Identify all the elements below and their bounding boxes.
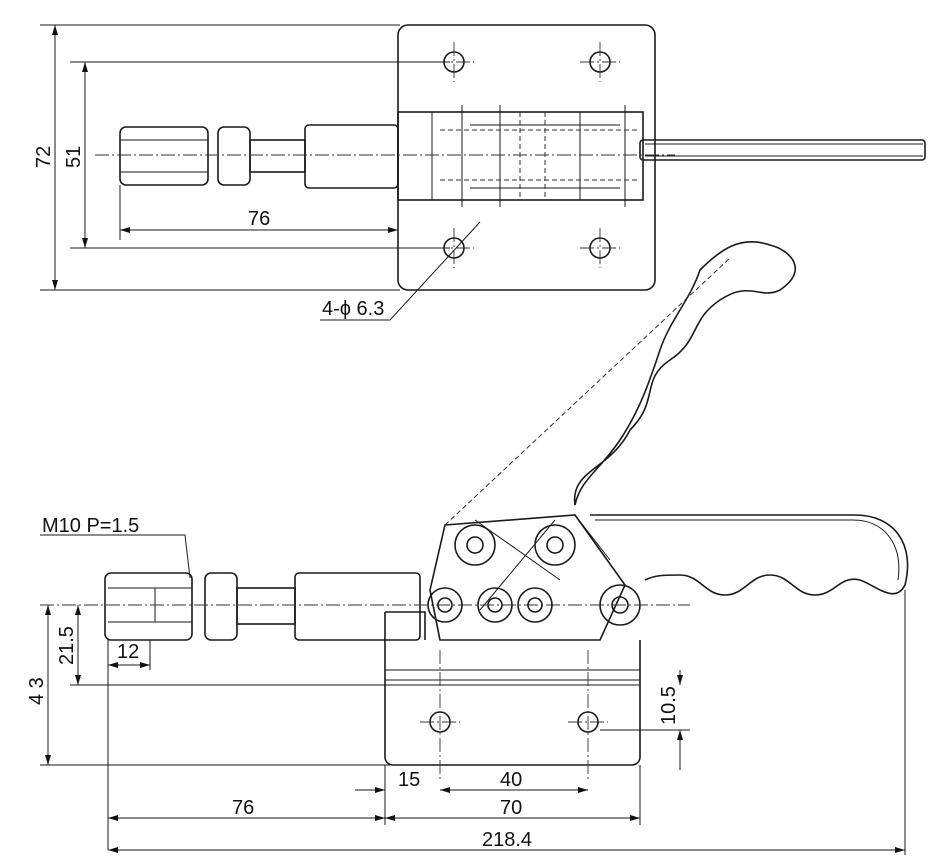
handle-top — [639, 139, 926, 161]
dim-51: 51 — [63, 146, 85, 168]
dim-40: 40 — [500, 769, 522, 791]
dim-72: 72 — [33, 146, 55, 168]
top-view: 72 51 76 4-ϕ 6.3 — [33, 24, 926, 321]
raised-handle-line — [444, 257, 731, 526]
pivot-pins — [427, 524, 641, 626]
dim-70: 70 — [500, 797, 522, 819]
base-plate-top — [397, 24, 656, 291]
hole-callout: 4-ϕ 6.3 — [322, 298, 384, 320]
base-plate-side — [384, 611, 641, 766]
dim-218-4: 218.4 — [482, 829, 532, 851]
dim-10-5: 10.5 — [658, 686, 680, 725]
threaded-rod-top — [249, 139, 306, 173]
lock-nut-side — [204, 572, 238, 641]
dim-43: 4 3 — [26, 677, 48, 705]
mounting-holes-top — [434, 42, 620, 268]
closed-handle — [590, 514, 909, 596]
lock-nut-top — [217, 126, 251, 186]
threaded-rod-side — [236, 587, 296, 625]
raised-handle — [573, 241, 796, 506]
dim-12: 12 — [117, 641, 139, 663]
dim-21-5: 21.5 — [56, 626, 78, 665]
dim-76-top: 76 — [248, 208, 270, 230]
hex-nut-top — [119, 126, 209, 186]
side-view: M10 P=1.5 4 3 21.5 12 10.5 15 40 76 70 2… — [26, 241, 909, 855]
dim-76-side: 76 — [232, 797, 254, 819]
dim-15: 15 — [398, 769, 420, 791]
sleeve-top — [304, 124, 399, 189]
thread-callout: M10 P=1.5 — [42, 515, 139, 537]
sleeve-side — [294, 572, 421, 641]
hex-nut-side — [104, 572, 193, 641]
